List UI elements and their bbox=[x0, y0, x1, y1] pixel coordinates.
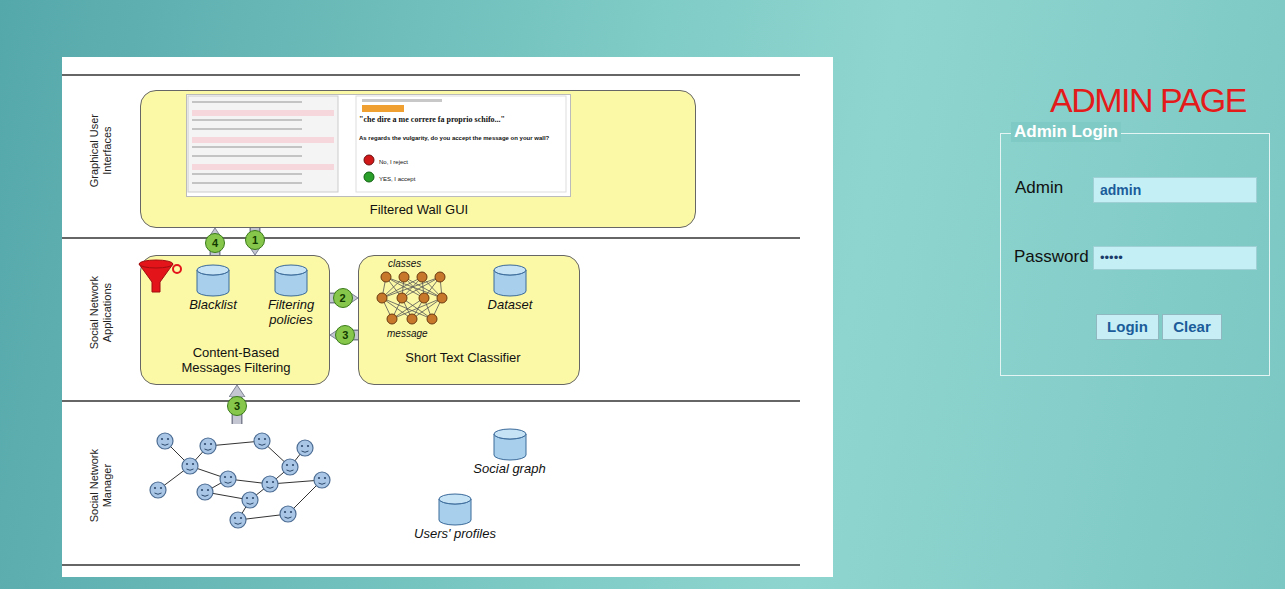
button: Login bbox=[1096, 314, 1159, 340]
node-text: Clear bbox=[1173, 318, 1211, 335]
callout-number: 2 bbox=[333, 288, 353, 308]
node-text: As regards the vulgarity, do you accept … bbox=[359, 135, 564, 142]
node-text: Users' profiles bbox=[405, 527, 505, 542]
layer-band: Social Network ApplicationsContent-Based… bbox=[62, 239, 802, 400]
node-text: Content-Based Messages Filtering bbox=[171, 346, 301, 376]
cylinder-shape bbox=[274, 264, 308, 297]
database-cylinder: Users' profiles bbox=[405, 493, 505, 549]
field-label: Password bbox=[1014, 247, 1089, 267]
node-text: Admin Login bbox=[1011, 122, 1121, 142]
layer-label: Social Network Applications bbox=[88, 264, 113, 360]
funnel-icon bbox=[139, 260, 181, 292]
callout-number: 3 bbox=[335, 325, 355, 345]
database-cylinder: Filtering policies bbox=[255, 264, 327, 336]
classifier-box: Short Text Classifier Dataset bbox=[358, 255, 580, 385]
network-label: message bbox=[387, 328, 428, 340]
callout-number: 3 bbox=[227, 396, 247, 416]
node-text: ••••• bbox=[1100, 251, 1123, 266]
band-separators bbox=[62, 75, 800, 565]
button: Clear bbox=[1162, 314, 1222, 340]
field-label: Admin bbox=[1015, 178, 1063, 198]
white-panel bbox=[62, 57, 833, 577]
cylinder-shape bbox=[493, 264, 527, 297]
password-input: ••••• bbox=[1093, 246, 1257, 270]
filtering-box: Content-Based Messages Filtering Blacklis… bbox=[140, 255, 330, 385]
wall-screenshot bbox=[188, 96, 566, 192]
callout-number: 4 bbox=[205, 233, 225, 253]
layer-band: Graphical User InterfacesFiltered Wall G… bbox=[62, 76, 802, 237]
node-text: Social graph bbox=[462, 462, 557, 477]
node-text: Short Text Classifier bbox=[373, 351, 553, 366]
database-cylinder: Social graph bbox=[462, 428, 557, 484]
node-text: Filtered Wall GUI bbox=[149, 203, 689, 218]
social-graph-picture bbox=[150, 433, 330, 528]
text-input: admin bbox=[1093, 177, 1257, 203]
node-text: No, I reject bbox=[379, 159, 529, 166]
node-text: Dataset bbox=[479, 298, 541, 313]
layer-label: Graphical User Interfaces bbox=[88, 102, 113, 198]
gui-box: Filtered Wall GUI "che dire a me correre … bbox=[140, 90, 696, 228]
network-label: classes bbox=[388, 258, 421, 270]
callout-number: 1 bbox=[245, 230, 265, 250]
wall-screenshot-panel: "che dire a me correre fa proprio schifo… bbox=[186, 94, 571, 197]
cylinder-shape bbox=[196, 264, 230, 297]
layer-band: Social Network Manager Social graphUsers'… bbox=[62, 424, 802, 564]
layer-label: Social Network Manager bbox=[88, 437, 113, 533]
node-text: Blacklist bbox=[186, 298, 240, 313]
neural-network bbox=[377, 272, 447, 324]
node-text: YES, I accept bbox=[379, 176, 529, 183]
node-text: Filtering policies bbox=[255, 298, 327, 328]
cylinder-shape bbox=[493, 428, 527, 461]
database-cylinder: Dataset bbox=[479, 264, 541, 320]
node-text: Login bbox=[1107, 318, 1148, 335]
page-title: ADMIN PAGE bbox=[1050, 83, 1246, 117]
node-text: "che dire a me correre fa proprio schifo… bbox=[359, 115, 564, 124]
database-cylinder: Blacklist bbox=[186, 264, 240, 320]
cylinder-shape bbox=[438, 493, 472, 526]
node-text: admin bbox=[1100, 182, 1141, 198]
